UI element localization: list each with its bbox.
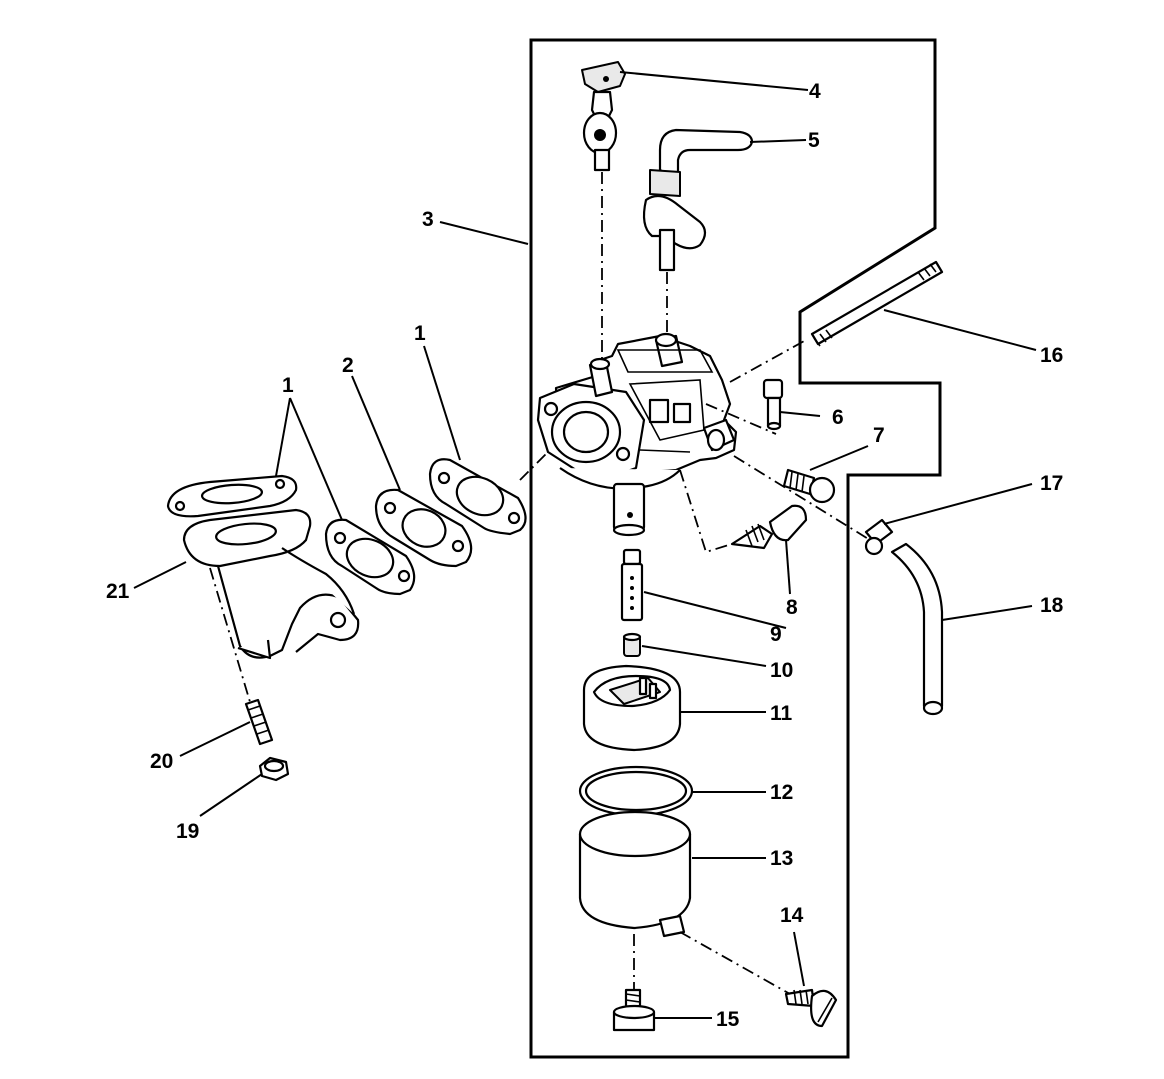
label-4: 4 <box>809 80 821 103</box>
part-1-gasket-right <box>428 458 527 536</box>
label-18: 18 <box>1040 594 1064 617</box>
label-20: 20 <box>150 750 173 773</box>
alignment-lines <box>209 172 871 995</box>
label-11: 11 <box>770 702 793 725</box>
part-13-float-bowl <box>578 810 692 938</box>
label-2: 2 <box>342 354 354 377</box>
part-7-screw <box>782 468 836 504</box>
label-14: 14 <box>780 904 804 927</box>
label-10: 10 <box>770 659 793 682</box>
part-14-screw <box>784 988 838 1028</box>
part-2-insulator <box>374 488 473 568</box>
leader-lines <box>133 71 1037 1019</box>
part-1-gasket-middle <box>324 518 416 596</box>
part-8-adjusting-screw <box>730 504 808 550</box>
part-9-main-nozzle <box>620 548 644 622</box>
part-17-clamp <box>864 518 894 556</box>
label-17: 17 <box>1040 472 1063 495</box>
assembly-boundary <box>529 38 942 1059</box>
label-6: 6 <box>832 406 844 429</box>
label-1-left: 1 <box>282 374 294 397</box>
label-16: 16 <box>1040 344 1063 367</box>
part-6-plug <box>762 378 784 431</box>
label-8: 8 <box>786 596 798 619</box>
part-20-stud <box>244 698 274 746</box>
label-15: 15 <box>716 1008 740 1031</box>
label-9: 9 <box>770 623 782 646</box>
part-21-intake-elbow <box>182 508 360 660</box>
part-5-choke-lever <box>642 128 754 272</box>
part-15-drain-bolt <box>612 988 656 1032</box>
part-3-carburetor-body <box>536 332 738 537</box>
label-12: 12 <box>770 781 793 804</box>
part-12-bowl-gasket <box>578 765 694 817</box>
part-16-stud <box>810 260 944 347</box>
callout-numbers: 4 5 3 16 6 7 17 8 18 9 10 11 12 13 14 15… <box>106 80 1064 1031</box>
label-21: 21 <box>106 580 130 603</box>
label-19: 19 <box>176 820 199 843</box>
label-5: 5 <box>808 129 820 152</box>
part-4-throttle-lever <box>581 61 626 172</box>
label-7: 7 <box>873 424 885 447</box>
label-3: 3 <box>422 208 434 231</box>
label-1-right: 1 <box>414 322 426 345</box>
label-13: 13 <box>770 847 793 870</box>
part-11-float <box>582 664 682 752</box>
part-1-gasket-top <box>166 474 298 518</box>
part-18-fuel-hose <box>890 542 944 716</box>
part-10-jet <box>622 632 642 657</box>
part-19-nut <box>258 756 290 782</box>
